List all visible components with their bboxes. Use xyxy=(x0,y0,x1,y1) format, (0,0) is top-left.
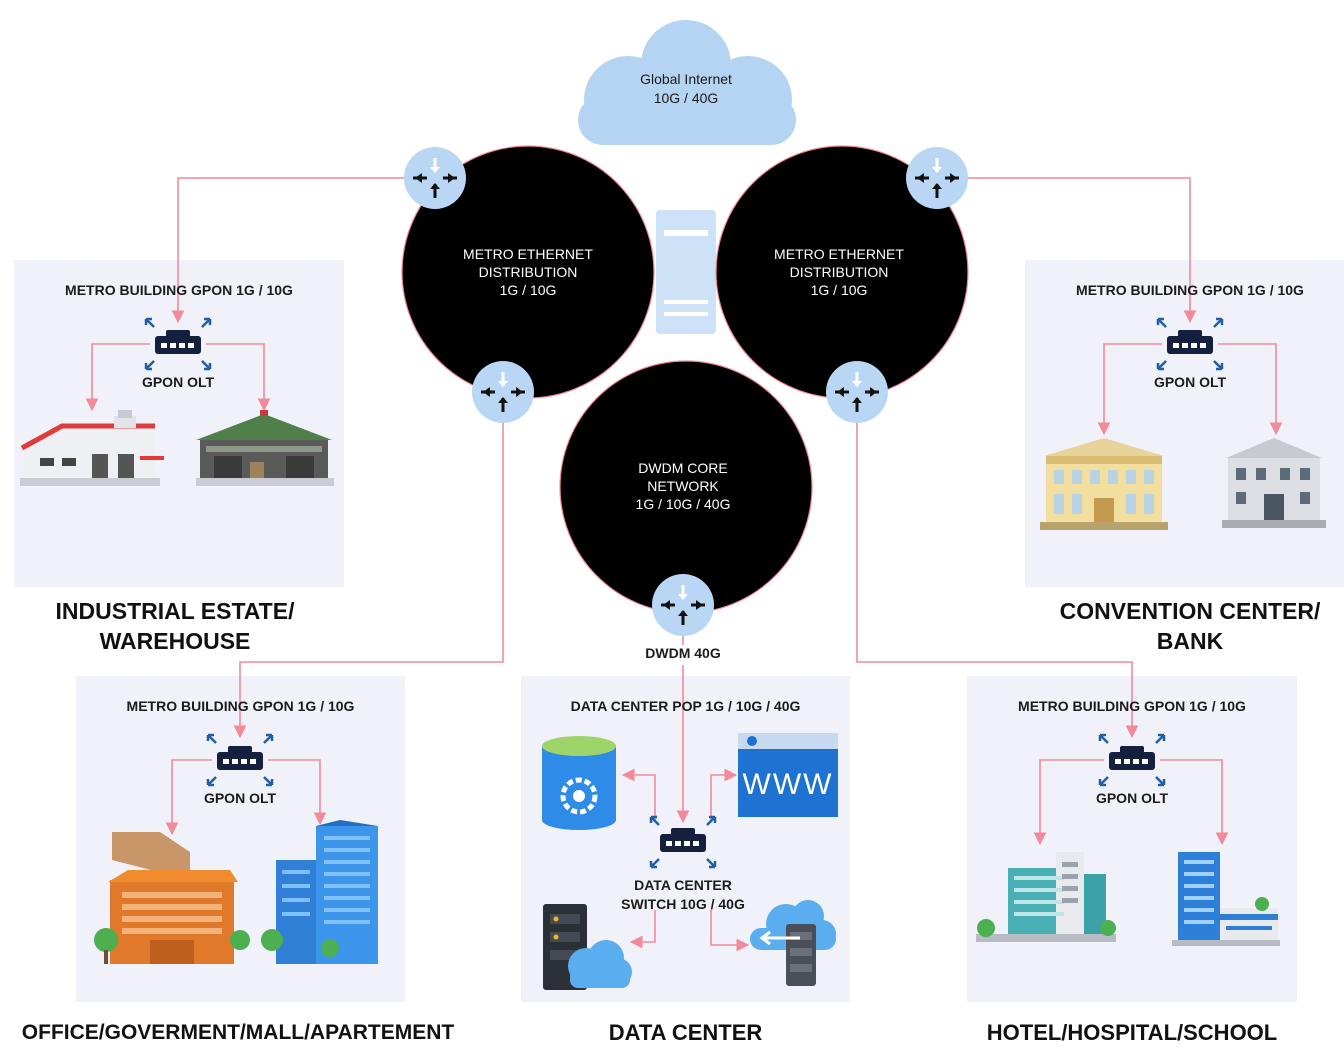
metro-right-line3: 1G / 10G xyxy=(810,282,868,298)
office-header: METRO BUILDING GPON 1G / 10G xyxy=(126,698,355,714)
router-icon xyxy=(650,572,716,638)
router-icon xyxy=(824,359,890,425)
mall-icon xyxy=(94,832,250,964)
internet-name: Global Internet xyxy=(640,71,732,87)
industrial-title: INDUSTRIAL ESTATE/ WAREHOUSE xyxy=(14,596,336,656)
router-icon xyxy=(402,145,468,211)
dwdm-core-line1: DWDM CORE xyxy=(638,460,728,476)
hospital-icon xyxy=(976,852,1116,942)
global-internet-cloud xyxy=(578,20,796,145)
metro-right-line2: DISTRIBUTION xyxy=(789,264,889,280)
datacenter-switch-icon xyxy=(649,815,717,869)
industrial-header: METRO BUILDING GPON 1G / 10G xyxy=(65,282,293,298)
factory-icon xyxy=(20,410,164,486)
convention-title-line1: CONVENTION CENTER/ xyxy=(1059,598,1321,624)
internet-speed: 10G / 40G xyxy=(653,90,719,106)
router-icon xyxy=(904,145,970,211)
datacenter-title: DATA CENTER xyxy=(608,1020,763,1045)
hotel-header: METRO BUILDING GPON 1G / 10G xyxy=(1018,698,1246,714)
gpon-olt-icon xyxy=(144,317,212,371)
office-tower-icon xyxy=(261,820,378,964)
server-icon xyxy=(656,210,716,334)
dwdm-link-label: DWDM 40G xyxy=(645,645,721,661)
cloud-transfer-icon xyxy=(750,900,836,986)
metro-left-line1: METRO ETHERNET xyxy=(463,246,593,262)
industrial-title-line2: WAREHOUSE xyxy=(99,628,251,654)
router-icon xyxy=(470,359,536,425)
convention-center-icon xyxy=(1040,438,1168,530)
dwdm-core-line3: 1G / 10G / 40G xyxy=(635,496,731,512)
convention-title: CONVENTION CENTER/ BANK xyxy=(1030,596,1344,656)
office-title: OFFICE/GOVERMENT/MALL/APARTEMENT xyxy=(21,1021,455,1044)
convention-olt-label: GPON OLT xyxy=(1153,374,1227,390)
office-olt-label: GPON OLT xyxy=(203,790,277,806)
server-rack-icon xyxy=(543,904,632,990)
metro-left-label: METRO ETHERNET DISTRIBUTION 1G / 10G xyxy=(428,245,628,299)
warehouse-icon xyxy=(196,410,334,486)
dwdm-core-line2: NETWORK xyxy=(647,478,719,494)
metro-left-line2: DISTRIBUTION xyxy=(478,264,578,280)
dwdm-core-label: DWDM CORE NETWORK 1G / 10G / 40G xyxy=(583,459,783,513)
metro-right-label: METRO ETHERNET DISTRIBUTION 1G / 10G xyxy=(739,245,939,299)
hotel-title: HOTEL/HOSPITAL/SCHOOL xyxy=(986,1020,1278,1045)
metro-left-line3: 1G / 10G xyxy=(499,282,557,298)
metro-right-line1: METRO ETHERNET xyxy=(774,246,904,262)
gpon-olt-icon xyxy=(1156,317,1224,371)
datacenter-header: DATA CENTER POP 1G / 10G / 40G xyxy=(570,698,801,714)
industrial-title-line1: INDUSTRIAL ESTATE/ xyxy=(55,598,295,624)
datacenter-switch-label: DATA CENTER SWITCH 10G / 40G xyxy=(593,876,773,914)
hotel-olt-label: GPON OLT xyxy=(1095,790,1169,806)
bank-icon xyxy=(1222,438,1326,528)
convention-title-line2: BANK xyxy=(1156,628,1224,654)
www-label: WWW xyxy=(742,768,834,801)
database-icon xyxy=(542,736,616,830)
internet-label: Global Internet 10G / 40G xyxy=(586,70,786,108)
gpon-olt-icon xyxy=(1098,733,1166,787)
switch-line2: SWITCH 10G / 40G xyxy=(621,896,745,912)
convention-header: METRO BUILDING GPON 1G / 10G xyxy=(1076,282,1304,298)
web-browser-icon xyxy=(738,733,838,817)
switch-line1: DATA CENTER xyxy=(634,877,732,893)
hotel-icon xyxy=(1172,852,1280,946)
gpon-olt-icon xyxy=(206,733,274,787)
industrial-olt-label: GPON OLT xyxy=(141,374,215,390)
link-lines xyxy=(85,177,1283,952)
